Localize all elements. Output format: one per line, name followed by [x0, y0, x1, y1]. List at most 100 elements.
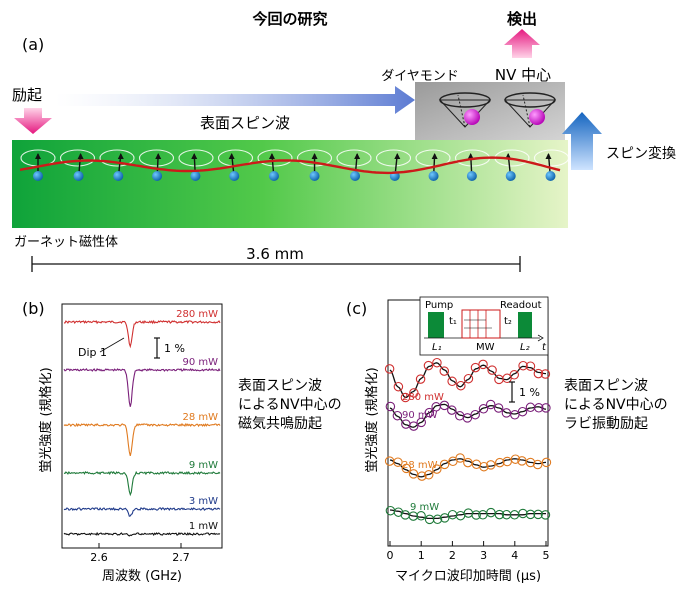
panel-c-data-point — [439, 513, 450, 523]
panel-c-xtick-label: 4 — [511, 549, 518, 562]
panel-c-data-point — [393, 507, 404, 517]
panel-c-data-point — [494, 374, 504, 385]
panel-c-data-point — [518, 360, 528, 371]
panel-c-label: (c) — [346, 299, 367, 318]
panel-b-frame — [61, 303, 223, 549]
panel-b-series-label: 9 mW — [189, 460, 218, 471]
inset-t1: t₁ — [449, 316, 457, 327]
diamond-block — [415, 82, 565, 140]
panel-c-data-point — [525, 509, 536, 520]
inset-mw: MW — [476, 342, 495, 353]
panel-a-label: (a) — [22, 35, 44, 54]
panel-c-data-point — [423, 470, 434, 480]
panel-c-data-point — [416, 511, 426, 521]
panel-c-xtick-label: 3 — [480, 549, 487, 562]
panel-c-series-label: 28 mW — [402, 460, 438, 471]
panel-c-data-point — [401, 419, 411, 429]
panel-c-ylabel: 蛍光強度 (規格化) — [364, 367, 380, 472]
panel-c-traces — [384, 357, 552, 525]
panel-b-xtick-label-1: 2.6 — [90, 551, 108, 564]
panel-c-caption-2: によるNV中心の — [564, 397, 668, 413]
panel-c-data-point — [533, 509, 543, 520]
excitation-label: 励起 — [12, 86, 42, 104]
panel-c-data-point — [456, 380, 466, 391]
panel-c-data-point — [495, 457, 505, 468]
inset-t: t — [542, 342, 547, 353]
inset-readout-pulse — [518, 312, 532, 338]
inset-l1: L₁ — [432, 342, 442, 353]
panel-c-data-point — [470, 409, 480, 420]
nv-center-2 — [503, 92, 557, 128]
panel-c-data-point — [439, 400, 450, 411]
panel-c-xtick-label: 2 — [449, 549, 456, 562]
spin — [533, 149, 570, 181]
panel-c-data-point — [471, 510, 481, 520]
panel-c-data-point — [463, 373, 474, 384]
panel-c-data-point — [518, 508, 528, 519]
panel-c-data-point — [486, 507, 496, 518]
panel-c-data-point — [423, 360, 434, 371]
panel-b-scale-label: 1 % — [164, 342, 185, 355]
panel-c-data-point — [385, 401, 396, 412]
excitation-arrow — [14, 108, 52, 134]
panel-c-data-point — [424, 514, 435, 525]
panel-b-trace — [63, 422, 221, 457]
panel-c-data-point — [541, 403, 551, 413]
panel-b-dip-label: Dip 1 — [78, 346, 107, 359]
spin — [138, 149, 175, 181]
spin-wave-curve — [19, 156, 561, 175]
nv-center-label: NV 中心 — [495, 66, 551, 84]
panel-b-series-label: 3 mW — [189, 496, 218, 507]
panel-c-scale-label: 1 % — [519, 386, 540, 399]
panel-c-data-point — [493, 403, 504, 413]
inset-pump-pulse — [428, 312, 444, 338]
panel-b-trace — [63, 367, 221, 407]
surface-spin-wave-label: 表面スピン波 — [200, 114, 290, 132]
panel-c-data-point — [417, 471, 427, 481]
panel-b-caption-1: 表面スピン波 — [238, 378, 322, 394]
panel-b-traces — [63, 319, 221, 537]
panel-b-xtick-label-2: 2.7 — [172, 551, 190, 564]
panel-c-data-point — [392, 410, 403, 421]
panel-c-series-label: 9 mW — [410, 502, 439, 513]
garnet-label: ガーネット磁性体 — [14, 235, 118, 250]
panel-c-data-point — [525, 457, 536, 468]
panel-c-data-point — [447, 376, 457, 387]
panel-c-data-point — [478, 359, 488, 370]
panel-c-fit-curve — [389, 509, 546, 520]
panel-c-data-point — [462, 413, 473, 423]
panel-c-data-point — [447, 509, 458, 520]
panel-c-data-point — [408, 511, 419, 521]
panel-c-data-point — [541, 457, 552, 468]
nv-center-1 — [438, 92, 492, 128]
panel-c-data-point — [432, 357, 442, 368]
panel-b-trace — [64, 319, 221, 349]
panel-c-data-point — [517, 406, 528, 417]
panel-c-data-point — [534, 403, 544, 413]
panel-c-xtick-label: 5 — [543, 549, 550, 562]
spin — [99, 149, 135, 181]
panel-b-trace — [63, 507, 221, 517]
panel-c-data-point — [447, 405, 457, 415]
inset-pump: Pump — [425, 300, 453, 311]
pulse-sequence-inset: Pump Readout t₁ t₂ L₁ MW L₂ t — [419, 296, 549, 356]
top-title: 今回の研究 — [251, 10, 327, 28]
panel-c-data-point — [415, 374, 426, 384]
inset-t2: t₂ — [504, 316, 512, 327]
panel-c-data-point — [408, 421, 419, 431]
panel-c-data-point — [424, 407, 435, 418]
panel-c-series-label: 280 mW — [402, 392, 444, 403]
spin — [296, 149, 333, 181]
panel-c-data-point — [494, 509, 505, 520]
panel-b-label: (b) — [22, 299, 45, 318]
panel-c-data-point — [540, 369, 551, 379]
panel-c-data-point — [486, 460, 496, 470]
panel-b-ylabel: 蛍光強度 (規格化) — [38, 367, 54, 472]
spin — [59, 149, 96, 181]
panel-b-series-label: 280 mW — [176, 309, 218, 320]
panel-c-data-point — [478, 404, 489, 414]
spin — [415, 149, 451, 181]
panel-b-series-label: 1 mW — [189, 521, 218, 532]
